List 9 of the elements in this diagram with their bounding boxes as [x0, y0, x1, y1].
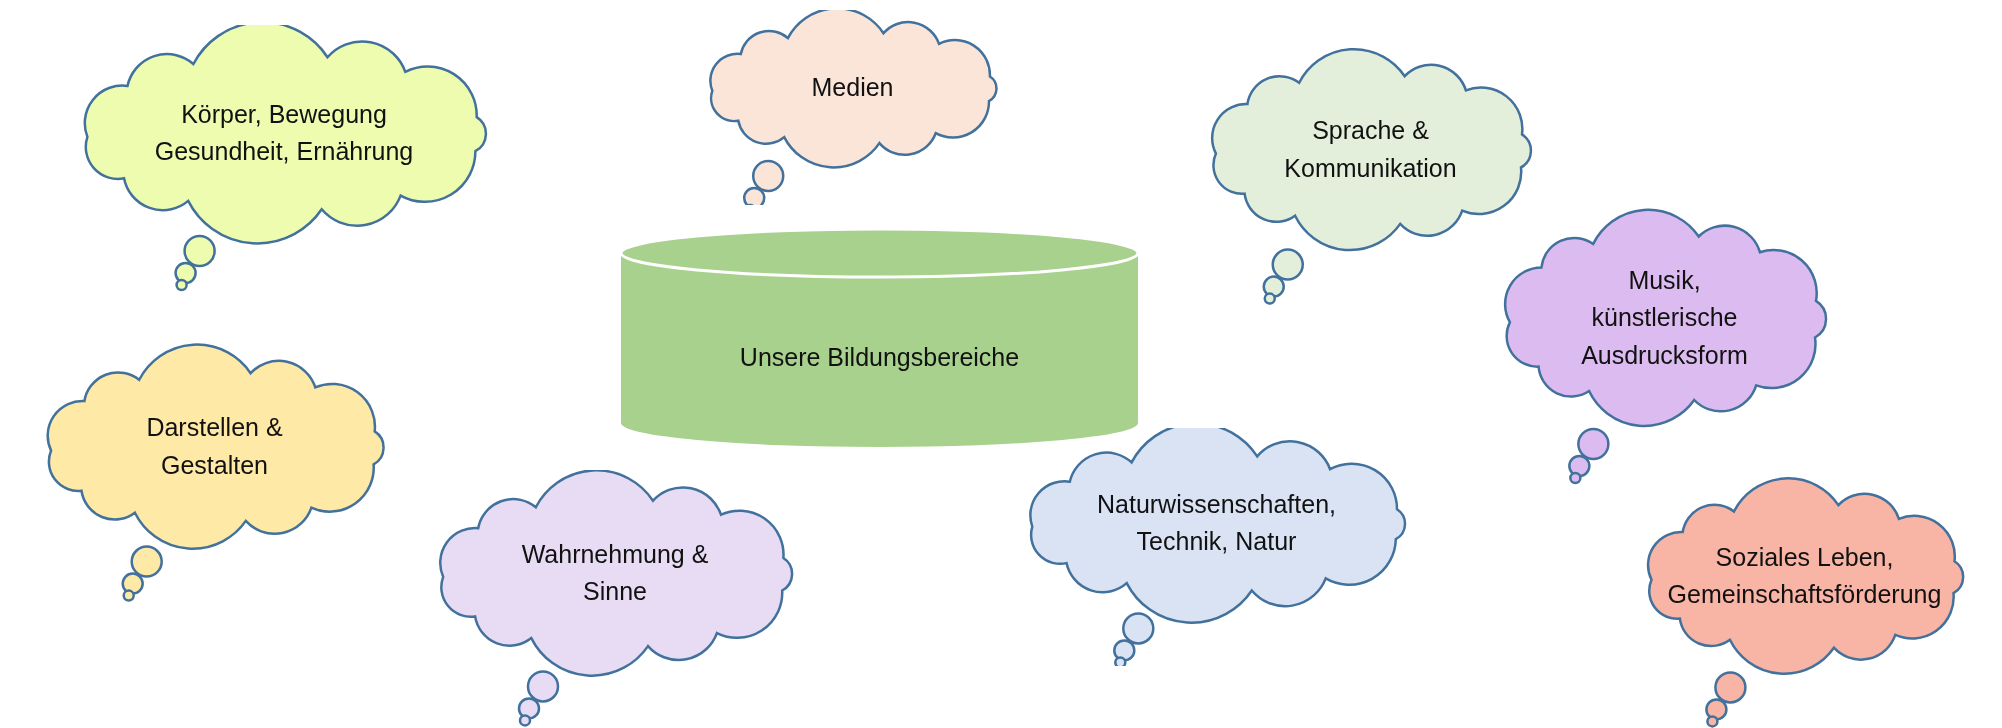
- cloud-label: Naturwissenschaften, Technik, Natur: [1096, 488, 1337, 558]
- cloud-label: Soziales Leben, Gemeinschaftsförderung: [1666, 541, 1943, 611]
- cylinder-label: Unsere Bildungsbereiche: [739, 342, 1020, 374]
- cloud-label: Wahrnehmung & Sinne: [520, 538, 710, 608]
- cloud-label: Darstellen & Gestalten: [145, 412, 284, 481]
- cloud-label: Körper, Bewegung Gesundheit, Ernährung: [154, 98, 414, 167]
- cloud-label: Sprache & Kommunikation: [1283, 115, 1458, 184]
- cloud-label: Musik, künstlerische Ausdrucksform: [1580, 264, 1749, 371]
- cloud-label: Medien: [811, 72, 894, 104]
